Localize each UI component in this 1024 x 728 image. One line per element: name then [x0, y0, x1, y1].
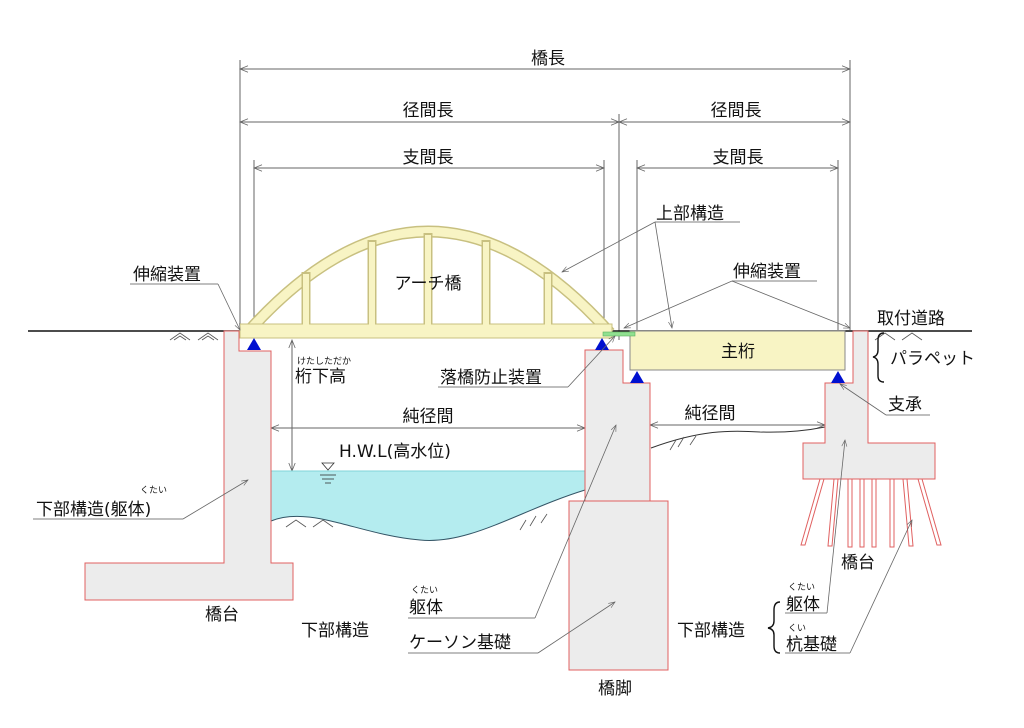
bearing-icon — [247, 338, 261, 350]
bridge-length-label: 橋長 — [531, 49, 565, 69]
ground-hatch-marks — [169, 332, 923, 531]
bearing-icon — [595, 338, 609, 350]
pile-foundation-ruby: くい — [788, 624, 806, 634]
body-center-label: 躯体 — [409, 598, 443, 618]
main-girder-label: 主桁 — [721, 342, 755, 362]
caisson-foundation — [568, 500, 669, 671]
bearing-icon — [831, 371, 845, 383]
parapet-label: パラペット — [890, 349, 975, 369]
substructure-body-ruby: くたい — [140, 485, 167, 496]
unseating-prevention-device — [602, 331, 636, 337]
superstructure-label: 上部構造 — [656, 204, 724, 224]
bearing-icons — [247, 338, 845, 383]
body-right-label: 躯体 — [786, 595, 820, 615]
expansion-joint-left-label: 伸縮装置 — [133, 265, 201, 285]
left-abutment — [84, 330, 294, 601]
hwl-label: H.W.L(高水位) — [339, 442, 451, 462]
pile-foundation-label: 杭基礎 — [786, 635, 837, 655]
body-right-ruby: くたい — [788, 582, 815, 593]
substructure-body-label: 下部構造(躯体) — [36, 500, 151, 520]
dimension-lines — [240, 69, 850, 471]
piles — [800, 478, 942, 548]
unseating-prevention-label: 落橋防止装置 — [440, 368, 542, 388]
clearance-height-label: 桁下高 — [295, 367, 346, 387]
pier-label: 橋脚 — [598, 679, 632, 699]
arch-bridge — [239, 225, 615, 339]
clearance-height-ruby: けたしただか — [297, 356, 351, 367]
span-length-right-label: 径間長 — [711, 101, 762, 121]
riverbed-line — [270, 489, 586, 541]
main-girder — [629, 330, 846, 371]
clear-span-left-label: 純径間 — [403, 407, 454, 427]
ground-right-slope — [650, 426, 826, 449]
abutment-left-label: 橋台 — [205, 605, 239, 625]
river-water — [271, 471, 585, 541]
bearing-label: 支承 — [888, 395, 922, 415]
water-level-icon — [320, 462, 336, 484]
abutment-right-label: 橋台 — [841, 553, 875, 573]
dimension-extension-lines — [239, 60, 851, 340]
support-span-left-label: 支間長 — [403, 148, 454, 168]
substructure-center-label: 下部構造 — [301, 621, 369, 641]
pier-body — [584, 349, 651, 502]
parapet-brace — [872, 332, 885, 383]
support-span-right-label: 支間長 — [713, 148, 764, 168]
clear-span-right-label: 純径間 — [685, 404, 736, 424]
substructure-brace — [767, 601, 781, 654]
leader-lines — [33, 221, 930, 654]
substructure-right-label: 下部構造 — [677, 621, 745, 641]
approach-road-label: 取付道路 — [877, 309, 945, 329]
arch-bridge-label: アーチ橋 — [395, 274, 462, 294]
body-center-ruby: くたい — [411, 585, 438, 596]
span-length-left-label: 径間長 — [403, 101, 454, 121]
bearing-icon — [630, 371, 644, 383]
caisson-foundation-label: ケーソン基礎 — [409, 633, 511, 653]
expansion-joint-right-label: 伸縮装置 — [733, 262, 801, 282]
